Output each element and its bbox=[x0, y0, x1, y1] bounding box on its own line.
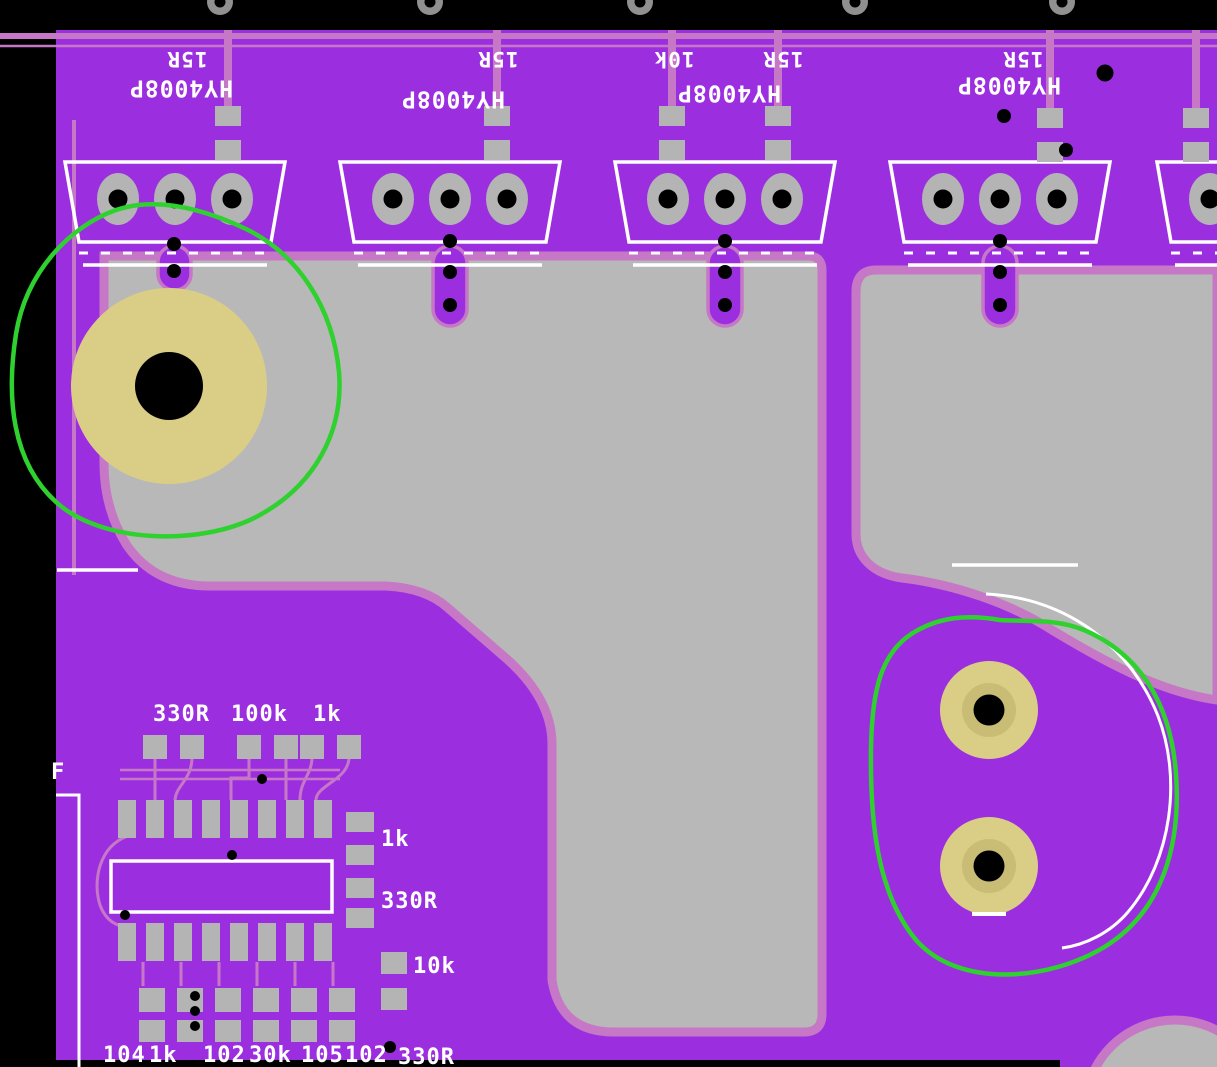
bottom-left-traces bbox=[95, 756, 351, 986]
silk-label-q3-value-b: 15R bbox=[763, 47, 804, 71]
annotation-circles bbox=[9, 202, 1179, 977]
edge-label-102b: 102 bbox=[345, 1043, 388, 1067]
via-dots bbox=[167, 64, 1114, 312]
silk-label-100k: 100k bbox=[231, 702, 288, 727]
silk-label-330r-a: 330R bbox=[153, 702, 210, 727]
silk-label-q4-part: HY4008P bbox=[957, 72, 1061, 98]
silk-label-q4-value: 15R bbox=[1003, 47, 1044, 71]
highlighted-pad-top[interactable] bbox=[940, 661, 1038, 759]
bottom-right-partial-pad bbox=[1090, 1015, 1217, 1067]
silk-label-1k-b: 1k bbox=[381, 827, 410, 852]
mid-silk-lines bbox=[57, 563, 1173, 950]
edge-label-330r: 330R bbox=[398, 1045, 455, 1067]
edge-label-104: 104 bbox=[103, 1043, 146, 1067]
top-band-traces bbox=[0, 30, 1217, 575]
annotation-circle-left bbox=[9, 202, 342, 539]
edge-label-1k: 1k bbox=[149, 1043, 178, 1067]
edge-label-102a: 102 bbox=[203, 1043, 246, 1067]
silk-label-q1-part: HY4008P bbox=[129, 75, 233, 101]
annotation-circle-right bbox=[868, 614, 1179, 977]
bottom-silk-labels: 330R 100k 1k 1k 330R 10k F bbox=[51, 702, 456, 979]
silk-label-q3-value-a: 10k bbox=[654, 47, 695, 71]
highlighted-pad-large[interactable] bbox=[71, 288, 267, 484]
ic-body-outline bbox=[109, 859, 334, 914]
top-edge-holes bbox=[207, 0, 1075, 15]
copper-pour-central bbox=[99, 251, 827, 1037]
silk-label-q3-part: HY4008P bbox=[677, 80, 781, 106]
silk-label-q2-part: HY4008P bbox=[401, 86, 505, 112]
left-silk-lines bbox=[56, 793, 81, 1067]
silk-label-10k: 10k bbox=[413, 954, 456, 979]
bottom-edge-labels: 104 1k 102 30k 105 102 330R bbox=[103, 1043, 455, 1067]
silk-label-q2-value: 15R bbox=[478, 47, 519, 71]
edge-label-30k: 30k bbox=[249, 1043, 292, 1067]
top-silk-labels: 15R HY4008P 15R HY4008P 10k 15R HY4008P … bbox=[129, 47, 1061, 112]
edge-label-105: 105 bbox=[301, 1043, 344, 1067]
silk-label-330r-b: 330R bbox=[381, 889, 438, 914]
bottom-left-circuit bbox=[56, 735, 407, 1067]
silk-label-1k-a: 1k bbox=[313, 702, 342, 727]
highlighted-pad-bottom[interactable] bbox=[940, 817, 1038, 916]
bottom-left-vias bbox=[120, 774, 396, 1053]
silk-label-partial-f: F bbox=[51, 760, 65, 785]
silk-label-q1-value: 15R bbox=[167, 47, 208, 71]
